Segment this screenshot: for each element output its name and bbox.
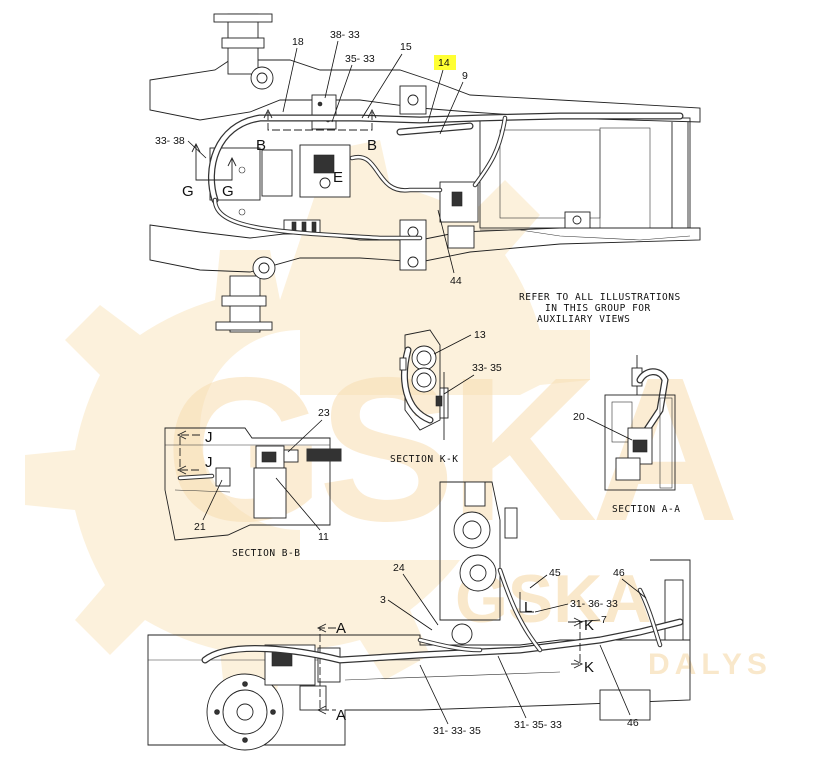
callout-46-bottom: 46 bbox=[627, 717, 639, 729]
watermark-sub-text: DALYS bbox=[648, 648, 772, 681]
callout-45: 45 bbox=[549, 567, 561, 579]
callout-38-33: 38- 33 bbox=[330, 29, 360, 41]
callout-7: 7 bbox=[601, 614, 607, 626]
bottom-side-view: A A L K K 24 3 45 46 31- 36- 33 7 31- 33… bbox=[147, 481, 691, 751]
callout-31-33-35: 31- 33- 35 bbox=[433, 725, 481, 737]
watermark-gear-icon bbox=[25, 140, 590, 700]
section-b-b-view: J J 23 21 11 SECTION B-B bbox=[164, 407, 342, 559]
section-g-letter-left: G bbox=[182, 183, 194, 200]
callout-44: 44 bbox=[450, 275, 462, 287]
callout-33-35: 33- 35 bbox=[472, 362, 502, 374]
section-b-letter-right: B bbox=[367, 137, 377, 154]
callout-33-38: 33- 38 bbox=[155, 135, 185, 147]
callout-35-33: 35- 33 bbox=[345, 53, 375, 65]
view-e-letter: E bbox=[333, 169, 343, 186]
section-g-letter-right: G bbox=[222, 183, 234, 200]
callout-21: 21 bbox=[194, 521, 206, 533]
top-frame-view: B B G G E 18 38- 33 35- 33 15 14 9 33- 3… bbox=[149, 13, 701, 333]
callout-31-36-33: 31- 36- 33 bbox=[570, 598, 618, 610]
note-line-1: REFER TO ALL ILLUSTRATIONS bbox=[519, 292, 681, 303]
callout-15: 15 bbox=[400, 41, 412, 53]
section-j-letter-top: J bbox=[205, 429, 213, 446]
callout-24: 24 bbox=[393, 562, 405, 574]
section-k-k-label: SECTION K-K bbox=[390, 454, 458, 465]
highlight-box-14 bbox=[434, 55, 456, 70]
section-a-letter-bottom: A bbox=[336, 707, 346, 724]
note-line-3: AUXILIARY VIEWS bbox=[537, 314, 630, 325]
section-k-k-view: 13 33- 35 SECTION K-K bbox=[390, 329, 502, 465]
callout-11: 11 bbox=[318, 531, 329, 543]
section-a-a-view: 20 SECTION A-A bbox=[573, 355, 680, 515]
callout-20: 20 bbox=[573, 411, 585, 423]
callout-18: 18 bbox=[292, 36, 304, 48]
callout-23: 23 bbox=[318, 407, 330, 419]
section-a-a-label: SECTION A-A bbox=[612, 504, 680, 515]
callout-9: 9 bbox=[462, 70, 468, 82]
section-j-letter-bottom: J bbox=[205, 454, 213, 471]
note-line-2: IN THIS GROUP FOR bbox=[545, 303, 651, 314]
callout-14: 14 bbox=[438, 57, 450, 69]
callout-46-top: 46 bbox=[613, 567, 625, 579]
section-a-letter-top: A bbox=[336, 620, 346, 637]
callout-3: 3 bbox=[380, 594, 386, 606]
section-k-letter-bottom: K bbox=[584, 659, 594, 676]
callout-13: 13 bbox=[474, 329, 486, 341]
callout-31-35-33: 31- 35- 33 bbox=[514, 719, 562, 731]
section-b-letter-left: B bbox=[256, 137, 266, 154]
section-k-letter-top: K bbox=[584, 617, 594, 634]
section-b-b-label: SECTION B-B bbox=[232, 548, 300, 559]
view-l-letter: L bbox=[524, 599, 532, 616]
